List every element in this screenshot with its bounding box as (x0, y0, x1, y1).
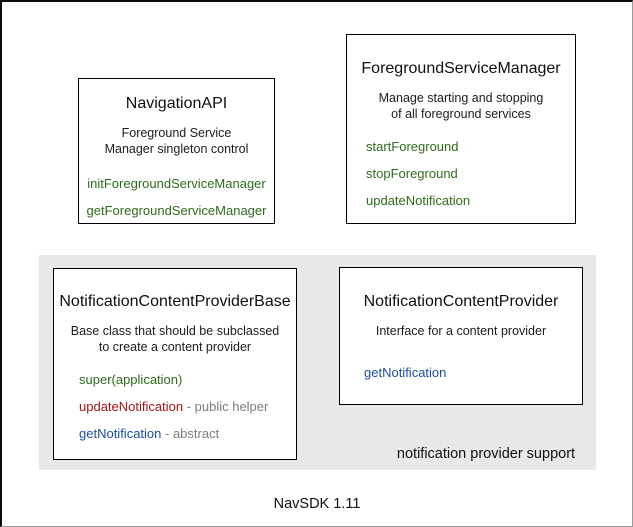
foreground-service-manager-description: Manage starting and stopping of all fore… (378, 91, 544, 121)
sdk-version-label: NavSDK 1.11 (273, 496, 361, 512)
method-stop-foreground: stopForeground (366, 166, 458, 181)
navigation-api-title: NavigationAPI (125, 95, 228, 112)
method-init-foreground-service-manager: initForegroundServiceManager (87, 176, 266, 191)
method-update-notification: updateNotification (366, 193, 471, 208)
method-get-notification-abstract: getNotification - abstract (79, 426, 296, 442)
notification-region-label: notification provider support (396, 446, 576, 462)
navigation-api-description: Foreground Service Manager singleton con… (104, 126, 249, 156)
notification-content-provider-base-description: Base class that should be subclassed to … (70, 324, 280, 354)
foreground-service-manager-methods: startForeground stopForeground updateNot… (347, 139, 575, 209)
notification-content-provider-base-title: NotificationContentProviderBase (59, 293, 291, 310)
class-box-navigation-api: NavigationAPI Foreground Service Manager… (78, 78, 275, 224)
method-get-notification-note: - abstract (161, 426, 220, 441)
method-start-foreground: startForeground (366, 139, 459, 154)
method-get-foreground-service-manager: getForegroundServiceManager (86, 203, 267, 218)
method-get-notification-interface: getNotification (364, 365, 447, 380)
method-update-notification-name: updateNotification (79, 399, 184, 414)
navigation-api-methods: initForegroundServiceManager getForegrou… (79, 176, 274, 219)
notification-content-provider-methods: getNotification (340, 365, 582, 381)
method-update-notification-helper: updateNotification - public helper (79, 399, 296, 415)
class-box-foreground-service-manager: ForegroundServiceManager Manage starting… (346, 34, 576, 224)
method-super-application-name: super(application) (79, 372, 183, 387)
method-get-notification-name: getNotification (79, 426, 162, 441)
foreground-service-manager-title: ForegroundServiceManager (361, 60, 561, 77)
notification-content-provider-base-methods: super(application) updateNotification - … (54, 372, 296, 442)
method-super-application: super(application) (79, 372, 296, 388)
class-box-notification-content-provider: NotificationContentProvider Interface fo… (339, 267, 583, 405)
class-box-notification-content-provider-base: NotificationContentProviderBase Base cla… (53, 268, 297, 460)
method-update-notification-note: - public helper (183, 399, 269, 414)
notification-content-provider-title: NotificationContentProvider (363, 293, 559, 310)
notification-content-provider-description: Interface for a content provider (375, 324, 547, 338)
